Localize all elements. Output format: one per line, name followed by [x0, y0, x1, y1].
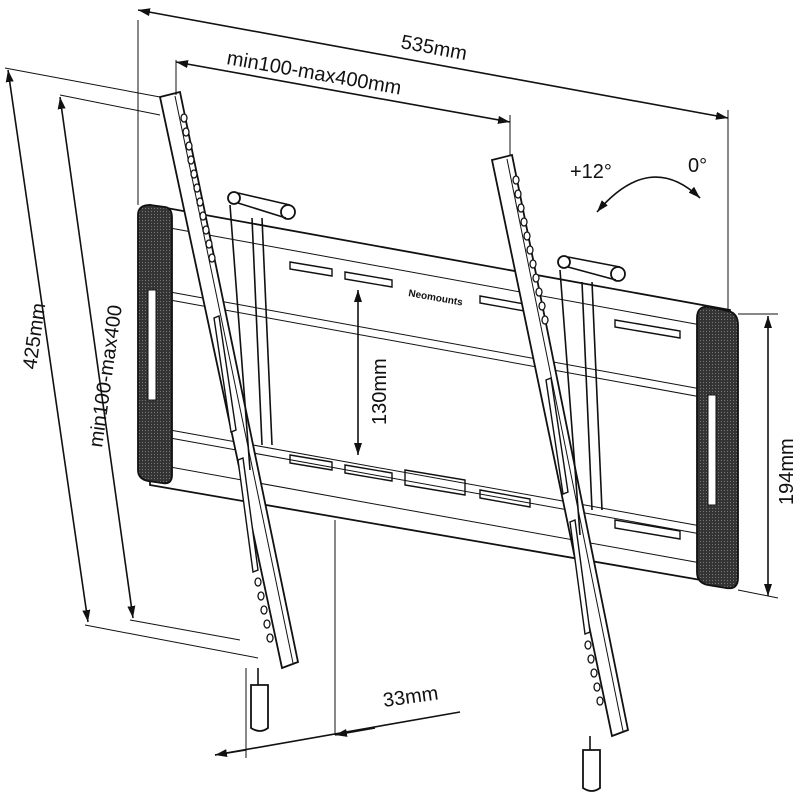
- dimension-lines: [5, 8, 772, 758]
- label-tilt-min: 0°: [688, 155, 707, 177]
- label-inner-height: 130mm: [369, 358, 391, 425]
- left-end-cap: [137, 204, 173, 485]
- label-hole-pattern-h: min100-max400mm: [225, 47, 403, 99]
- label-side-height: 194mm: [776, 438, 798, 505]
- dim-height-total-line: [5, 69, 91, 623]
- left-pivot-linkage: [227, 191, 296, 471]
- right-arm-holes: [512, 175, 604, 706]
- label-wall-depth: 33mm: [382, 682, 440, 712]
- dim-hole-pattern-h-line: [175, 60, 511, 124]
- wall-plate: [149, 203, 731, 587]
- right-end-cap: [696, 305, 739, 590]
- right-pivot-linkage: [557, 255, 626, 536]
- tilt-arc: [596, 176, 701, 213]
- dim-hole-pattern-v-line: [57, 96, 136, 619]
- right-bracket-arm: [490, 153, 630, 792]
- label-height-total: 425mm: [19, 302, 50, 371]
- label-tilt-max: +12°: [570, 161, 612, 183]
